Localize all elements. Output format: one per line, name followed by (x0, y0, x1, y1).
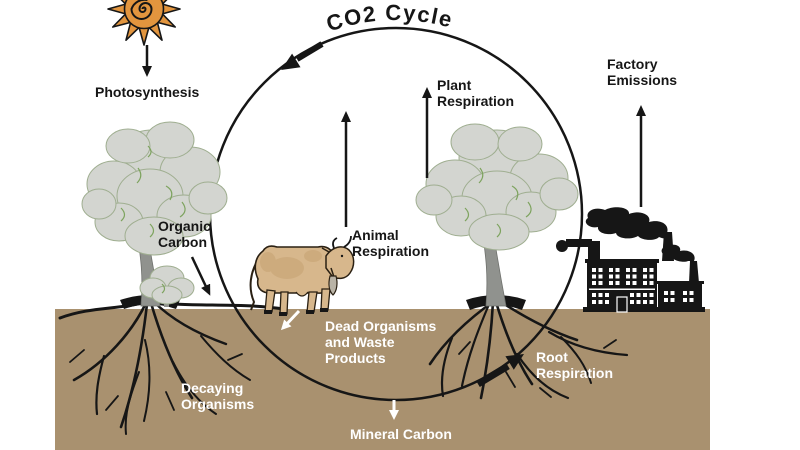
factory-door (616, 296, 628, 313)
factory-smoke (585, 207, 669, 240)
cycle-direction-arrow-top (281, 41, 324, 70)
label-root-respiration: Root Respiration (536, 349, 613, 381)
label-line: Photosynthesis (95, 84, 200, 100)
label-mineral-carbon: Mineral Carbon (350, 426, 452, 442)
label-line: Respiration (536, 365, 614, 382)
flow-arrows-white (280, 309, 399, 420)
flow-arrows-black (142, 45, 646, 296)
label-line: Respiration (352, 243, 430, 260)
label-photosynthesis: Photosynthesis (95, 84, 199, 100)
soil-ground (55, 309, 710, 450)
label-line: and Waste (325, 334, 395, 351)
label-line: Organisms (181, 396, 255, 413)
label-dead-organisms: Dead Organisms and Waste Products (325, 318, 436, 367)
label-line: Root (536, 349, 568, 365)
label-organic-carbon: Organic Carbon (158, 218, 211, 250)
bush-icon (139, 265, 195, 307)
organic-carbon-arrow (190, 256, 211, 296)
label-line: Products (325, 350, 386, 367)
cow-icon (249, 235, 355, 316)
label-line: Organic (158, 218, 211, 234)
label-line: Animal (352, 227, 399, 243)
label-line: Decaying (181, 380, 244, 396)
factory-icon (556, 207, 705, 313)
sun-icon (107, 0, 181, 46)
factory-windows (589, 268, 694, 304)
label-plant-respiration: Plant Respiration (437, 77, 514, 109)
label-line: Carbon (158, 234, 207, 251)
label-line: Emissions (607, 72, 678, 89)
tree-icon-right (415, 123, 579, 307)
label-factory-emissions: Factory Emissions (607, 56, 677, 88)
diagram-title: CO2 Cycle (323, 0, 456, 36)
label-line: Plant (437, 77, 472, 93)
label-line: Respiration (437, 93, 515, 110)
label-line: Mineral Carbon (350, 426, 452, 442)
label-decaying-organisms: Decaying Organisms (181, 380, 254, 412)
label-animal-respiration: Animal Respiration (352, 227, 429, 259)
dead-organisms-arrow (280, 309, 301, 331)
label-line: Dead Organisms (325, 318, 437, 334)
label-line: Factory (607, 56, 658, 72)
tree-icon-left (81, 121, 228, 307)
